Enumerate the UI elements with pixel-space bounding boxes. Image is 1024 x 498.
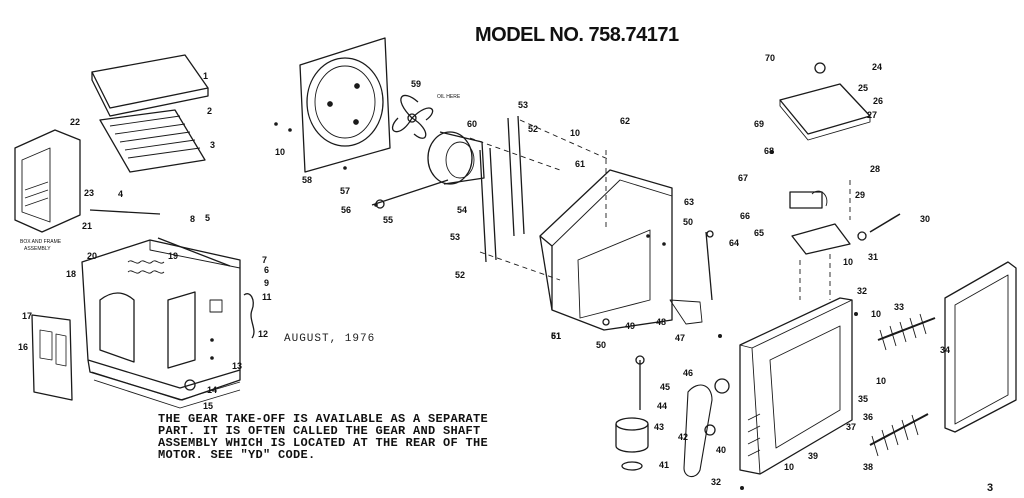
- part-number-57: 57: [340, 186, 351, 196]
- part-number-66: 66: [740, 211, 751, 221]
- part-number-58: 58: [302, 175, 313, 185]
- part-number-31: 31: [868, 252, 879, 262]
- part-number-38: 38: [863, 462, 874, 472]
- part-number-43: 43: [654, 422, 665, 432]
- part-number-67: 67: [738, 173, 749, 183]
- part-number-22: 22: [70, 117, 81, 127]
- part-number-18: 18: [66, 269, 77, 279]
- part-number-63: 63: [684, 197, 695, 207]
- oil-here-annotation: OIL HERE: [437, 94, 461, 100]
- part-number-36: 36: [863, 412, 874, 422]
- part-number-42: 42: [678, 432, 689, 442]
- part-number-33: 33: [894, 302, 905, 312]
- part-number-48: 48: [656, 317, 667, 327]
- part-number-45: 45: [660, 382, 671, 392]
- part-number-30: 30: [920, 214, 931, 224]
- part-number-10e: 10: [876, 376, 887, 386]
- part-number-35: 35: [858, 394, 869, 404]
- note-line: PART. IT IS OFTEN CALLED THE GEAR AND SH…: [158, 424, 481, 438]
- part-number-17: 17: [22, 311, 33, 321]
- part-number-4: 4: [118, 189, 124, 199]
- part-number-21: 21: [82, 221, 93, 231]
- part-number-28: 28: [870, 164, 881, 174]
- part-number-32a: 32: [857, 286, 868, 296]
- part-number-68: 68: [764, 146, 775, 156]
- part-number-52a: 52: [528, 124, 539, 134]
- part-number-7: 7: [262, 255, 268, 265]
- part-number-62: 62: [620, 116, 631, 126]
- part-number-61a: 61: [575, 159, 586, 169]
- part-number-53b: 53: [450, 232, 461, 242]
- part-number-23: 23: [84, 188, 95, 198]
- part-number-56: 56: [341, 205, 352, 215]
- frame-housing: [539, 169, 714, 331]
- part-number-10d: 10: [843, 257, 854, 267]
- box-frame-annotation-2: ASSEMBLY: [24, 246, 51, 252]
- part-number-37: 37: [846, 422, 857, 432]
- part-number-54: 54: [457, 205, 468, 215]
- part-number-16: 16: [18, 342, 29, 352]
- fan-housing-assembly: [299, 37, 611, 281]
- part-number-70: 70: [765, 53, 776, 63]
- part-number-5: 5: [205, 213, 211, 223]
- part-number-19: 19: [168, 251, 179, 261]
- part-number-41: 41: [659, 460, 670, 470]
- part-number-46: 46: [683, 368, 694, 378]
- part-number-13: 13: [232, 361, 243, 371]
- part-number-64: 64: [729, 238, 740, 248]
- part-number-51: 51: [551, 331, 562, 341]
- part-number-10b: 10: [570, 128, 581, 138]
- part-number-69: 69: [754, 119, 765, 129]
- note-line: MOTOR. SEE "YD" CODE.: [158, 448, 316, 462]
- part-number-27: 27: [867, 110, 878, 120]
- control-assembly: [739, 62, 1017, 475]
- gear-takeoff-note: THE GEAR TAKE-OFF IS AVAILABLE AS A SEPA…: [158, 413, 488, 461]
- part-number-59: 59: [411, 79, 422, 89]
- part-number-61b: 61: [551, 331, 562, 341]
- part-number-25: 25: [858, 83, 869, 93]
- model-number-title: MODEL NO. 758.74171: [475, 24, 679, 46]
- motor-belt-assembly: [615, 355, 730, 478]
- part-number-14: 14: [207, 385, 218, 395]
- part-number-8: 8: [190, 214, 196, 224]
- part-number-50a: 50: [683, 217, 694, 227]
- part-number-52b: 52: [455, 270, 466, 280]
- page-number: 3: [987, 482, 994, 494]
- part-number-32b: 32: [711, 477, 722, 487]
- part-number-39: 39: [808, 451, 819, 461]
- part-number-60: 60: [467, 119, 478, 129]
- part-number-6: 6: [264, 265, 270, 275]
- note-line: THE GEAR TAKE-OFF IS AVAILABLE AS A SEPA…: [158, 412, 489, 426]
- part-number-15: 15: [203, 401, 214, 411]
- part-number-44: 44: [657, 401, 668, 411]
- part-number-55: 55: [383, 215, 394, 225]
- box-frame-annotation-1: BOX AND FRAME: [20, 239, 62, 245]
- part-number-12: 12: [258, 329, 269, 339]
- part-number-34: 34: [940, 345, 951, 355]
- part-number-2: 2: [207, 106, 213, 116]
- part-number-49: 49: [625, 321, 636, 331]
- part-number-40: 40: [716, 445, 727, 455]
- part-number-47: 47: [675, 333, 686, 343]
- part-number-65: 65: [754, 228, 765, 238]
- part-number-10f: 10: [784, 462, 795, 472]
- part-number-11: 11: [262, 292, 272, 302]
- part-number-1: 1: [203, 71, 209, 81]
- cabinet-assembly: [14, 54, 255, 409]
- part-number-10a: 10: [275, 147, 286, 157]
- part-number-26: 26: [873, 96, 884, 106]
- part-number-50b: 50: [596, 340, 607, 350]
- part-number-9: 9: [264, 278, 270, 288]
- part-number-3: 3: [210, 140, 216, 150]
- part-number-10c: 10: [871, 309, 882, 319]
- part-number-20: 20: [87, 251, 98, 261]
- note-line: ASSEMBLY WHICH IS LOCATED AT THE REAR OF…: [158, 436, 489, 450]
- part-number-53a: 53: [518, 100, 529, 110]
- diagram-date: AUGUST, 1976: [284, 333, 376, 345]
- part-number-24: 24: [872, 62, 883, 72]
- part-number-29: 29: [855, 190, 866, 200]
- leader-markers: [210, 122, 858, 490]
